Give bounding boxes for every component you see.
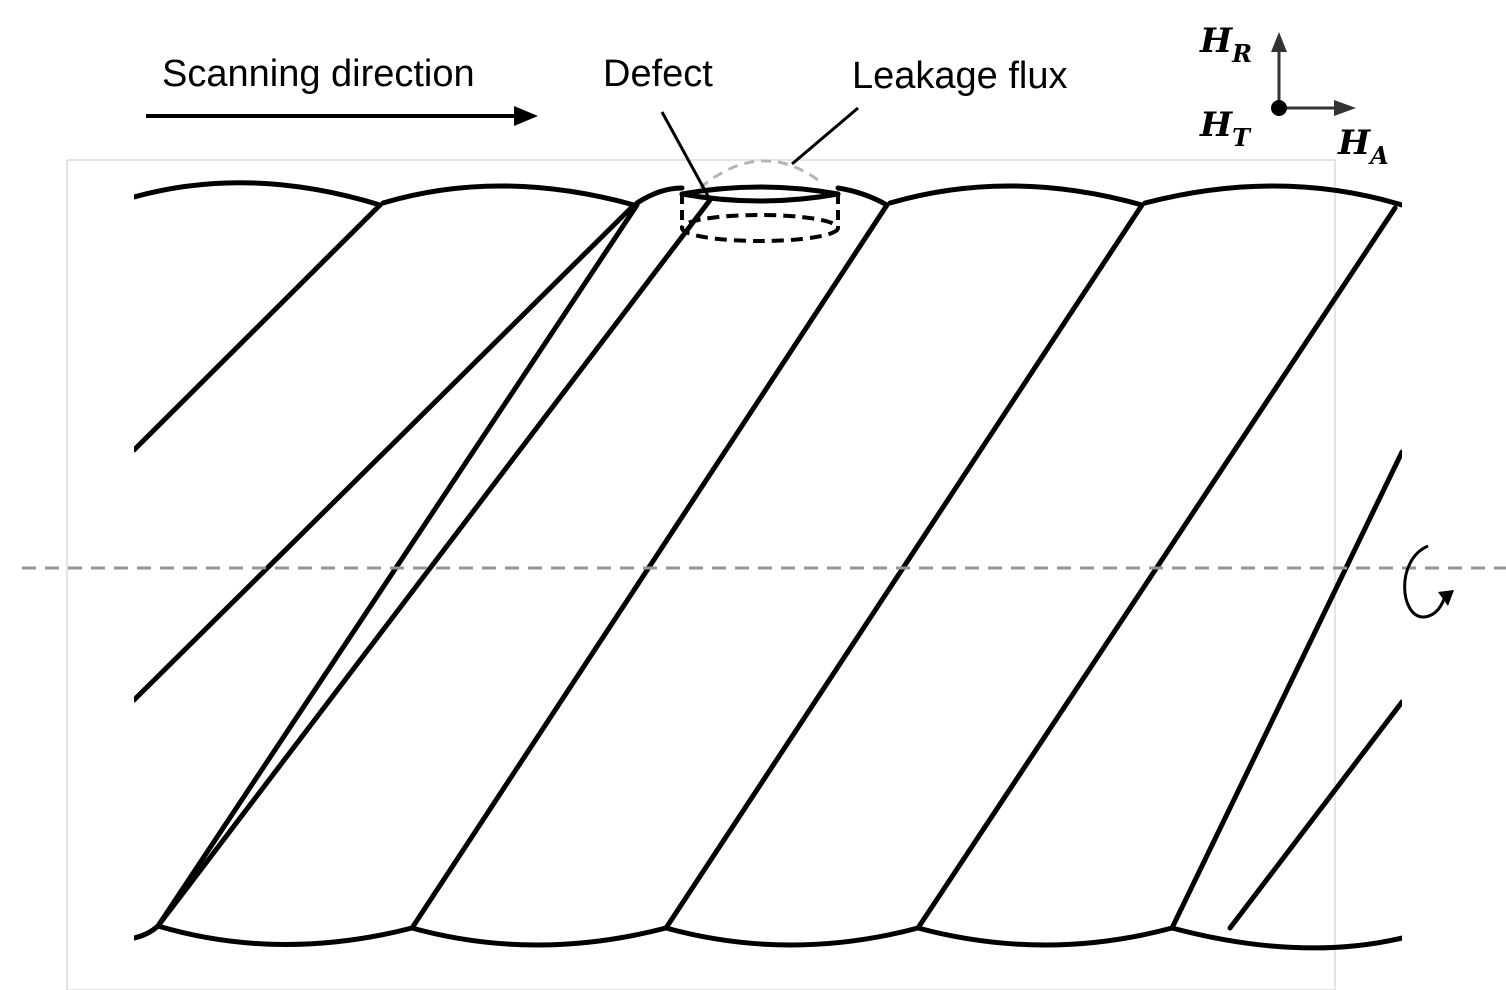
defect-leader-line (660, 111, 710, 197)
tangential-axis-label: HT (1199, 105, 1252, 152)
strand-crown-top-5 (1142, 183, 1402, 208)
strand-crown-top-3 (634, 185, 685, 206)
strand-crown-top-4 (887, 183, 1145, 208)
strand-line-2 (134, 202, 637, 703)
defect-bottom-ellipse (680, 213, 840, 243)
field-axes: HR HT HA (1199, 21, 1389, 170)
defect-label: Defect (603, 53, 713, 95)
defect-top-rim (679, 184, 841, 197)
wire-rope (134, 180, 1402, 951)
leakage-flux-leader-line (791, 106, 859, 166)
radial-axis-head (1271, 32, 1287, 52)
strand-crown-bottom-3 (663, 925, 921, 948)
strand-line-1 (134, 202, 383, 453)
strand-line-3 (155, 197, 713, 929)
strand-line-8 (1227, 699, 1402, 931)
strand-crown-bottom-4 (915, 925, 1175, 948)
tangential-axis-dot (1271, 100, 1287, 116)
defect-top-rim-front (679, 191, 841, 204)
strand-crown-bottom-2 (409, 925, 669, 948)
axial-axis-head (1334, 100, 1356, 116)
axial-axis-label: HA (1337, 123, 1389, 170)
leakage-flux-arc (699, 159, 819, 190)
leakage-flux-label: Leakage flux (852, 55, 1068, 97)
strand-line-7 (1169, 449, 1402, 931)
rotation-arrow-icon (1403, 544, 1454, 619)
radial-axis-label: HR (1199, 21, 1252, 68)
image-frame (66, 159, 1336, 990)
strand-crown-top-1 (134, 180, 383, 208)
strand-line-3a (155, 202, 640, 929)
scanning-direction-arrow-head (514, 106, 538, 126)
defect-hole (679, 184, 841, 243)
strand-crown-bottom-1 (155, 923, 415, 947)
strand-crown-top-2 (380, 183, 637, 208)
scanning-direction-label: Scanning direction (162, 53, 475, 95)
strand-crown-bottom-0 (134, 923, 161, 941)
strand-crown-bottom-5 (1169, 925, 1402, 951)
strand-crown-top-3b (835, 185, 890, 208)
